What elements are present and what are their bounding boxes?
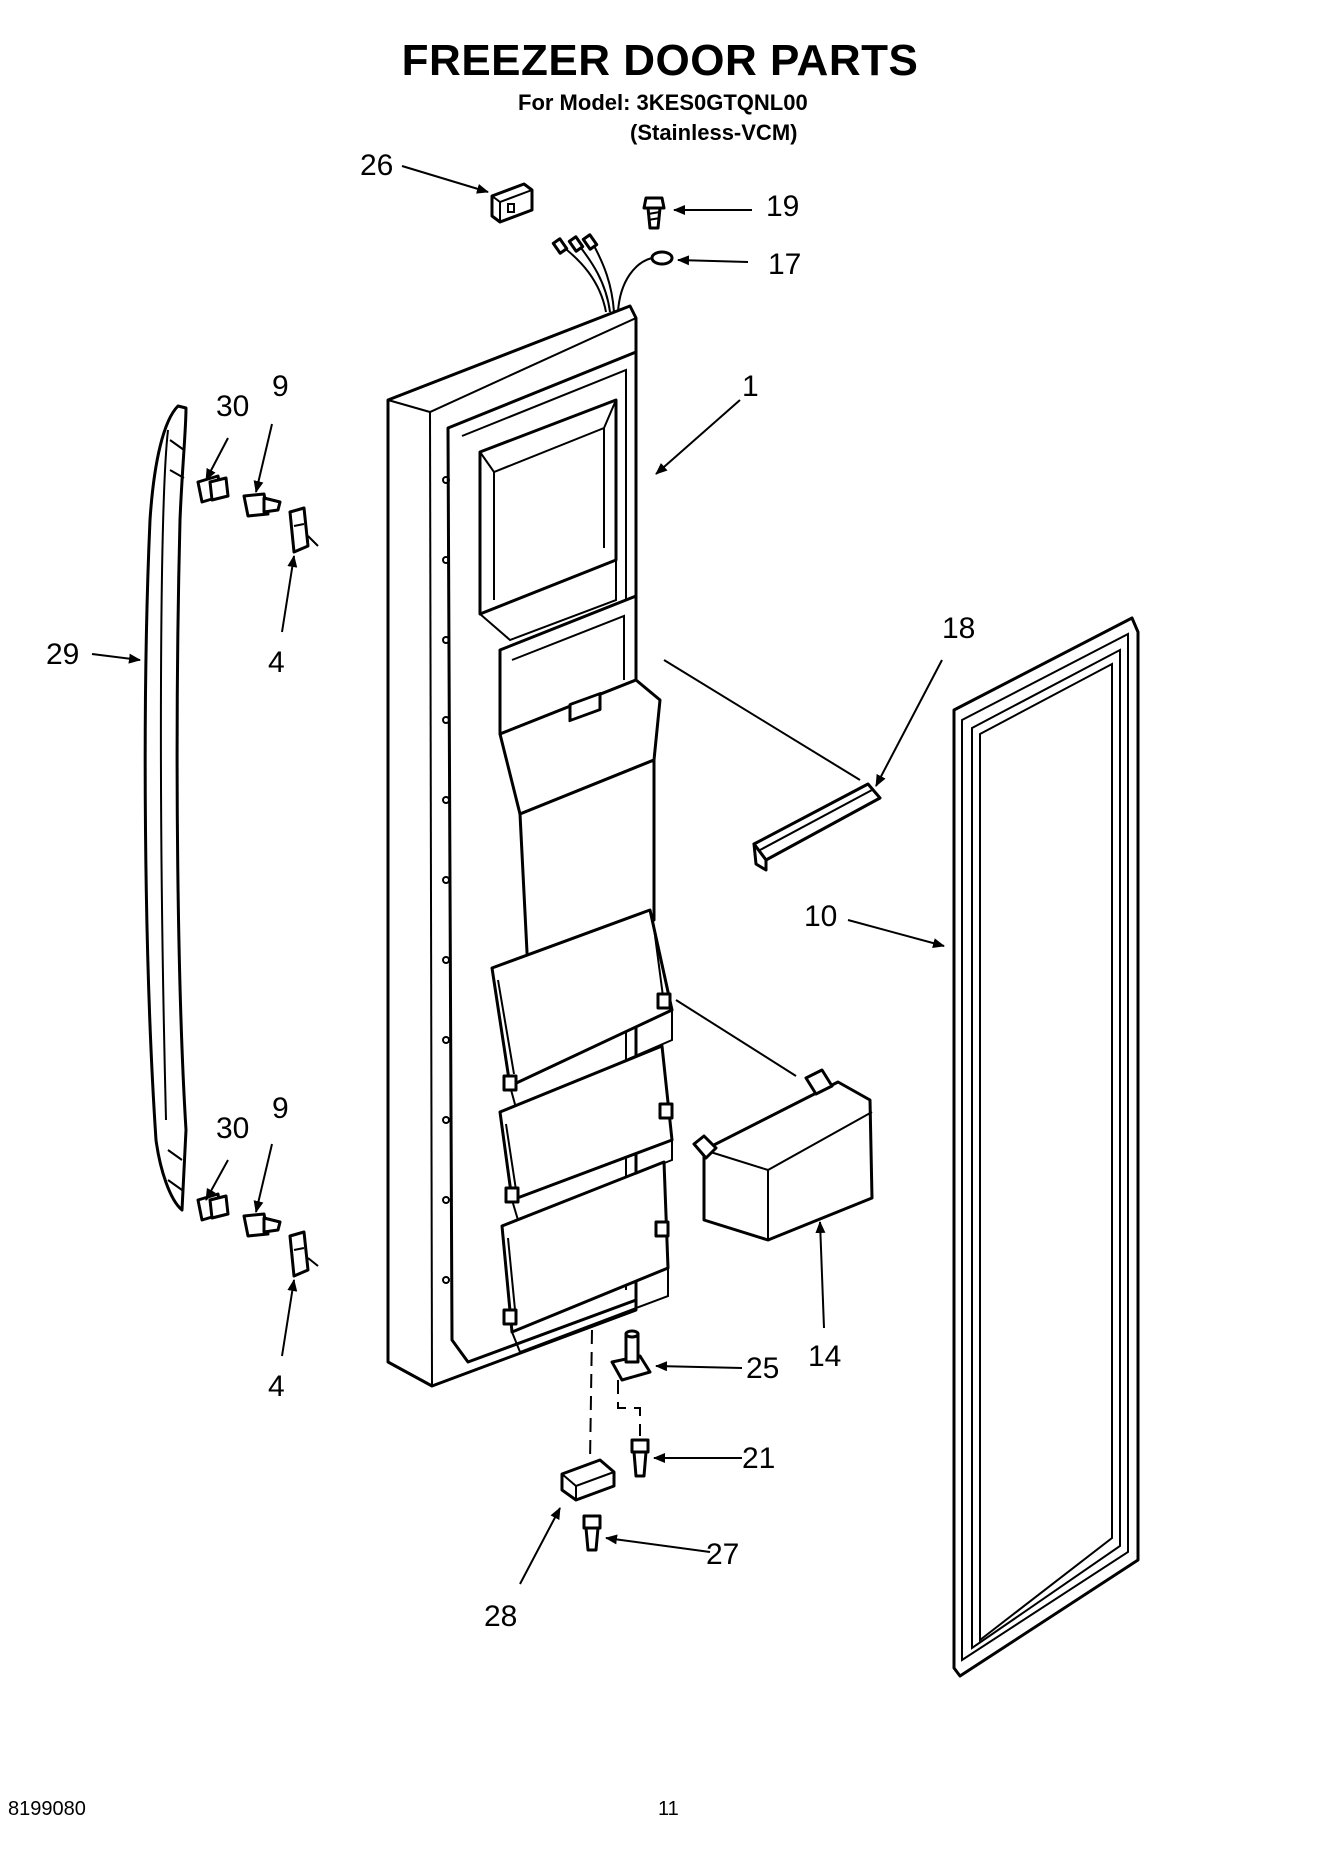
callout-10: 10 [804, 900, 837, 933]
part-14-alignment-line [675, 999, 797, 1077]
callout-19: 19 [766, 190, 799, 223]
callout-1: 1 [742, 370, 759, 403]
part-10-gasket [952, 616, 1140, 1678]
page-title: FREEZER DOOR PARTS [401, 36, 919, 85]
exploded-parts-diagram: 26 19 17 1 30 9 4 29 18 10 30 9 4 14 25 … [46, 149, 1140, 1678]
callout-4-lower: 4 [268, 1370, 285, 1403]
page-number: 11 [658, 1798, 679, 1820]
callout-9-upper: 9 [272, 370, 289, 403]
part-26-connector [490, 182, 534, 224]
callout-25: 25 [746, 1352, 779, 1385]
callout-29: 29 [46, 638, 79, 671]
callout-21: 21 [742, 1442, 775, 1475]
callout-17: 17 [768, 248, 801, 281]
part-25-hinge-pin [610, 1329, 652, 1382]
part-17-wire-harness [551, 233, 674, 313]
leader-arrows [91, 165, 945, 1585]
callout-27: 27 [706, 1538, 739, 1571]
callout-14: 14 [808, 1340, 841, 1373]
part-27-screw [582, 1514, 602, 1552]
hinge-dash-line [589, 1329, 593, 1463]
model-variant: (Stainless-VCM) [630, 120, 798, 145]
callout-18: 18 [942, 612, 975, 645]
callout-30-upper: 30 [216, 390, 249, 423]
part-21-screw [630, 1438, 650, 1478]
callout-28: 28 [484, 1600, 517, 1633]
part-30-screw-lower [196, 1192, 230, 1222]
part-1-door-assembly [386, 304, 674, 1388]
part-9-screw-lower [242, 1212, 282, 1238]
callout-9-lower: 9 [272, 1092, 289, 1125]
callout-4-upper: 4 [268, 646, 285, 679]
callout-30-lower: 30 [216, 1112, 249, 1145]
part-19-screw [642, 196, 666, 230]
part-18-trim-strip [752, 782, 882, 872]
part-28-hinge-bracket [560, 1458, 616, 1502]
part-14-bin [692, 1068, 874, 1242]
part-30-screw-upper [196, 474, 230, 504]
part-9-screw-upper [242, 492, 282, 518]
part-4-bracket-lower [288, 1230, 319, 1278]
part-4-bracket-upper [288, 506, 319, 554]
door-edge-holes [442, 476, 450, 1284]
callout-26: 26 [360, 149, 393, 182]
pin-dash-line [617, 1380, 641, 1436]
callout-labels: 26 19 17 1 30 9 4 29 18 10 30 9 4 14 25 … [46, 149, 975, 1633]
document-number: 8199080 [8, 1798, 86, 1820]
part-18-alignment-line [663, 659, 861, 781]
model-number: For Model: 3KES0GTQNL00 [518, 90, 808, 115]
part-29-handle [143, 404, 188, 1212]
